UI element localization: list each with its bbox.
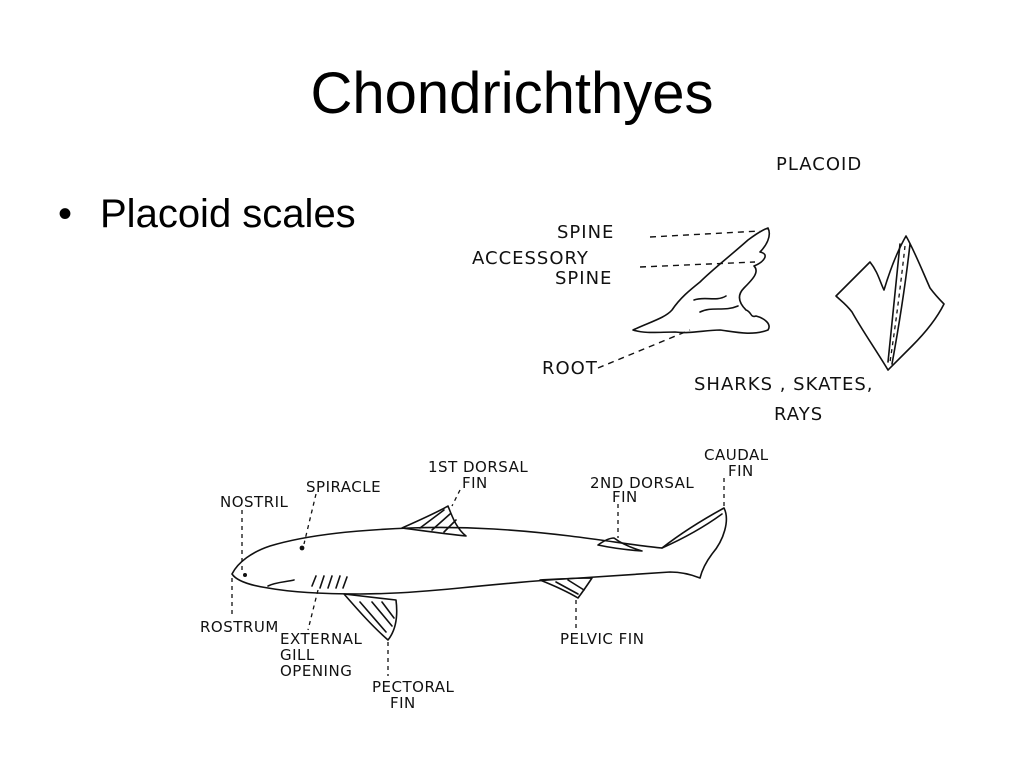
placoid-scale-diagram: PLACOID SPINE ACCESSORY SPINE ROOT SHARK… bbox=[472, 154, 945, 425]
shark-body-outline bbox=[231, 507, 728, 595]
scale-top-view-ridge bbox=[887, 243, 901, 363]
bullet-list: • Placoid scales bbox=[58, 188, 356, 240]
pelvic-fin-rays bbox=[555, 579, 585, 595]
pectoral-fin bbox=[343, 593, 398, 641]
first-dorsal-label-2: FIN bbox=[462, 474, 488, 492]
accessory-spine-label: SPINE bbox=[555, 268, 612, 289]
second-dorsal-label-2: FIN bbox=[612, 488, 638, 506]
first-dorsal-fin-rays bbox=[419, 509, 457, 533]
root-leader-line bbox=[597, 329, 691, 369]
spiracle-leader-line bbox=[303, 493, 317, 545]
gill-slit bbox=[319, 575, 325, 589]
scale-caption-groups: SHARKS , SKATES, bbox=[694, 374, 874, 395]
rostrum-label: ROSTRUM bbox=[200, 618, 279, 636]
second-dorsal-fin bbox=[597, 537, 643, 552]
scale-side-view-shape bbox=[632, 227, 771, 334]
first-dorsal-leader-line bbox=[451, 489, 461, 507]
gill-slits bbox=[311, 575, 348, 589]
scale-top-view-ridge-2 bbox=[891, 243, 911, 365]
scale-top-view-shape bbox=[835, 235, 945, 371]
first-dorsal-fin bbox=[401, 505, 467, 537]
scale-side-view-detail bbox=[693, 295, 727, 301]
second-dorsal-label: 2ND DORSAL bbox=[590, 474, 694, 492]
gill-label-3: OPENING bbox=[280, 662, 352, 680]
gill-slit bbox=[342, 576, 348, 589]
gill-label-2: GILL bbox=[280, 646, 315, 664]
slide-title: Chondrichthyes bbox=[310, 61, 714, 126]
scale-top-view-ridge-dots bbox=[889, 245, 906, 363]
bullet-dot: • bbox=[58, 192, 73, 236]
pectoral-label-2: FIN bbox=[390, 694, 416, 712]
accessory-spine-leader-line bbox=[639, 261, 756, 268]
spiracle-dot bbox=[299, 545, 305, 551]
gill-label: EXTERNAL bbox=[280, 630, 363, 648]
gill-slit bbox=[311, 575, 317, 587]
caudal-fin-edge bbox=[661, 513, 723, 549]
scale-side-view-detail-2 bbox=[699, 305, 739, 313]
shark-mouth bbox=[267, 579, 295, 587]
bullet-item: • Placoid scales bbox=[58, 188, 356, 240]
pectoral-fin-rays bbox=[359, 601, 395, 633]
spine-label: SPINE bbox=[557, 222, 614, 243]
placoid-heading: PLACOID bbox=[776, 154, 862, 175]
scale-caption-rays: RAYS bbox=[774, 404, 823, 425]
spiracle-label: SPIRACLE bbox=[306, 478, 381, 496]
bullet-text: Placoid scales bbox=[100, 192, 356, 236]
gill-slit bbox=[335, 575, 341, 589]
accessory-label: ACCESSORY bbox=[472, 248, 589, 269]
caudal-label-2: FIN bbox=[728, 462, 754, 480]
pelvic-fin bbox=[539, 577, 593, 599]
root-label: ROOT bbox=[542, 358, 598, 379]
pectoral-label: PECTORAL bbox=[372, 678, 455, 696]
pelvic-label: PELVIC FIN bbox=[560, 630, 644, 648]
caudal-label: CAUDAL bbox=[704, 446, 769, 464]
nostril-label: NOSTRIL bbox=[220, 493, 289, 511]
shark-diagram: NOSTRIL SPIRACLE 1ST DORSAL FIN 2ND DORS… bbox=[200, 446, 769, 712]
first-dorsal-label: 1ST DORSAL bbox=[428, 458, 528, 476]
spine-leader-line bbox=[649, 230, 761, 238]
gill-leader-line bbox=[307, 589, 319, 631]
gill-slit bbox=[327, 575, 333, 589]
nostril-dot bbox=[243, 573, 247, 577]
